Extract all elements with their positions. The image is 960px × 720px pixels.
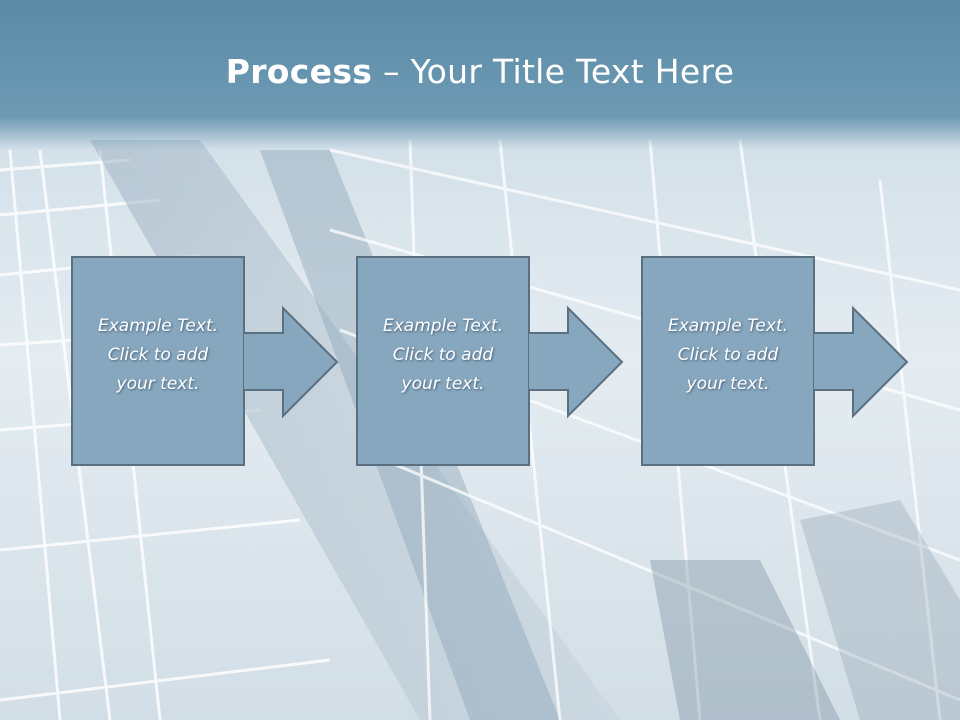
step-text-line: Example Text. [97,316,219,336]
arrow-box-shape [356,256,624,466]
process-step-1[interactable]: Example Text. Click to add your text. [71,256,361,470]
step-text[interactable]: Example Text. Click to add your text. [641,312,815,399]
step-text[interactable]: Example Text. Click to add your text. [71,312,245,399]
step-text-line: your text. [686,374,770,394]
step-text-line: Click to add [677,345,779,365]
step-text-line: Click to add [107,345,209,365]
step-text-line: Example Text. [382,316,504,336]
title-bold-part: Process [225,52,373,91]
process-step-3[interactable]: Example Text. Click to add your text. [641,256,931,470]
arrow-box-shape [641,256,909,466]
process-step-2[interactable]: Example Text. Click to add your text. [356,256,646,470]
step-text-line: Example Text. [667,316,789,336]
step-text-line: your text. [116,374,200,394]
step-text-line: Click to add [392,345,494,365]
slide-title[interactable]: Process – Your Title Text Here [0,52,960,91]
arrow-box-shape [71,256,339,466]
step-text[interactable]: Example Text. Click to add your text. [356,312,530,399]
step-text-line: your text. [401,374,485,394]
title-bar [0,0,960,150]
title-rest-part: – Your Title Text Here [372,52,735,91]
